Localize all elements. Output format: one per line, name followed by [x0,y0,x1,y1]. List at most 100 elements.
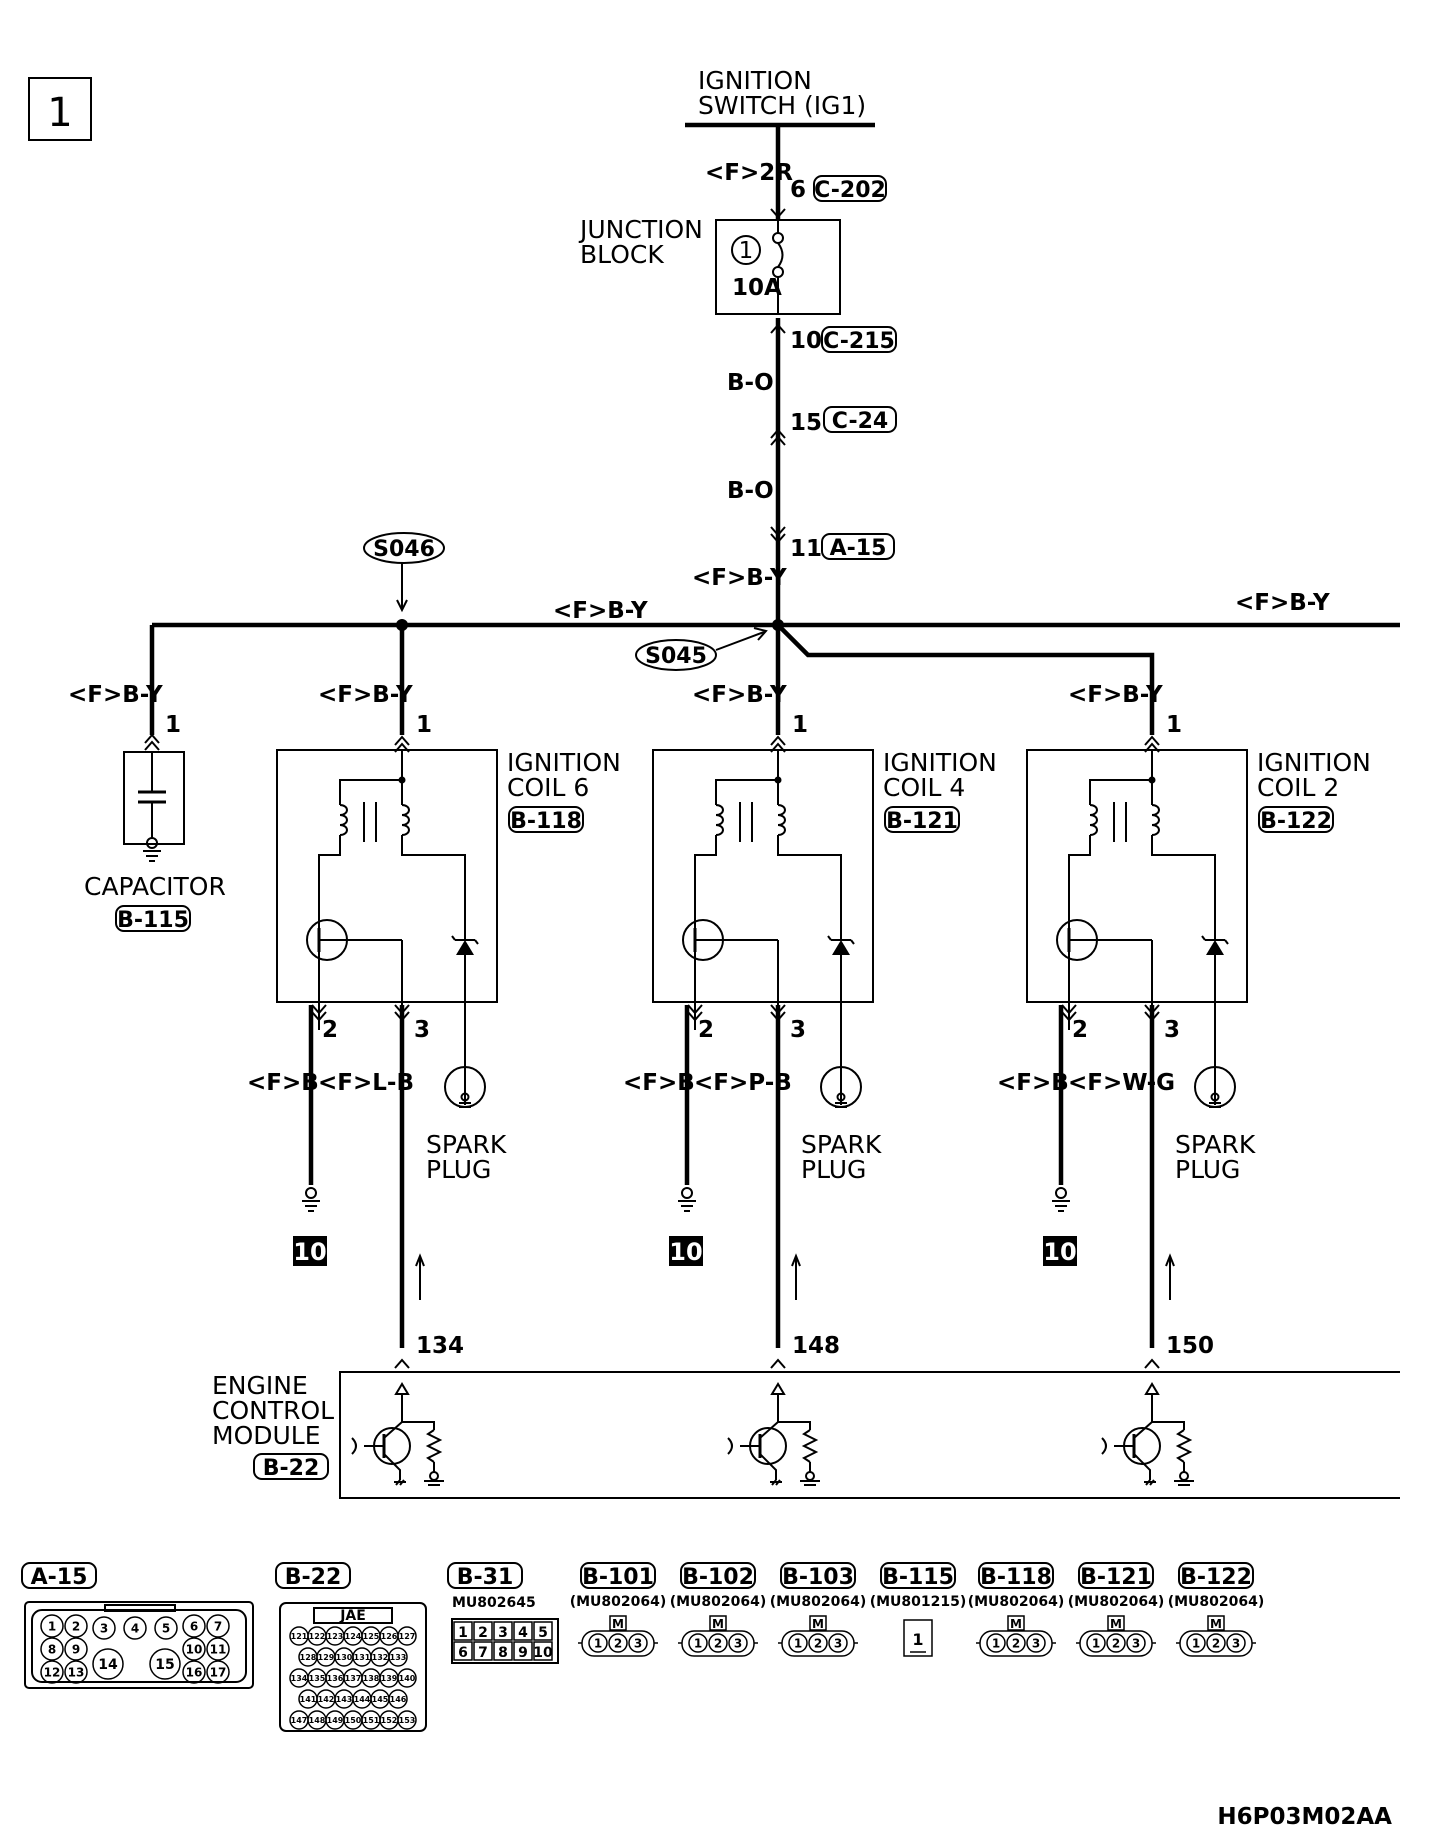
svg-text:B-103: B-103 [782,1565,854,1590]
coil-6-spark-plug-label-1: SPARK [426,1130,507,1159]
svg-text:8: 8 [48,1642,56,1656]
coil-6-name-1: IGNITION [507,748,621,777]
svg-text:2: 2 [814,1636,822,1650]
coil-6-pin-3-label: 3 [414,1017,430,1043]
capacitor-wire-label: <F>B-Y [68,682,163,708]
svg-text:4: 4 [518,1625,528,1641]
legend-b-115: B-115(MU801215)1 [870,1562,966,1657]
svg-text:(MU802064): (MU802064) [770,1594,867,1610]
b-103-pin-2: 2 [808,1633,828,1653]
svg-text:M: M [1110,1617,1122,1631]
svg-text:149: 149 [327,1716,344,1725]
coil-2-name-2: COIL 2 [1257,773,1339,802]
ecm-pin-150-label: 150 [1166,1333,1214,1359]
svg-text:C-215: C-215 [823,329,895,354]
b22-pin-128: 128 [298,1647,318,1667]
svg-text:139: 139 [381,1674,398,1683]
svg-text:(MU802064): (MU802064) [968,1594,1065,1610]
svg-text:M: M [812,1617,824,1631]
legend-b31-part: MU802645 [452,1595,536,1611]
svg-text:1: 1 [1092,1636,1100,1650]
pin-11-label: 11 [790,536,822,562]
svg-text:9: 9 [518,1645,528,1661]
b-101-pin-1: 1 [588,1633,608,1653]
b22-pin-150: 150 [343,1710,363,1730]
coil-2-pin-3-label: 3 [1164,1017,1180,1043]
wire-label-bo-2: B-O [727,478,774,504]
svg-text:3: 3 [498,1625,508,1641]
svg-text:1: 1 [992,1636,1000,1650]
svg-text:148: 148 [309,1716,326,1725]
b22-pin-123: 123 [325,1626,345,1646]
b22-pin-134: 134 [289,1668,309,1688]
ignition-switch-label-1: IGNITION [698,66,812,95]
fuse-rating: 10A [732,275,782,301]
a15-pin-11: 11 [206,1637,230,1661]
svg-text:7: 7 [214,1619,222,1633]
svg-text:9: 9 [72,1642,80,1656]
ignition-coil-2: <F>B-Y 1 IGNITION COIL 2 B-122 2 3 <F>B … [997,682,1371,1369]
svg-text:2: 2 [614,1636,622,1650]
ignition-coil-6: <F>B-Y 1 IGNITION COIL 6 B-118 2 3 <F>B … [247,625,621,1369]
svg-text:4: 4 [131,1621,139,1635]
svg-text:153: 153 [399,1716,416,1725]
svg-text:7: 7 [478,1645,488,1661]
b22-pin-140: 140 [397,1668,417,1688]
ecm-connector-tag: B-22 [253,1453,329,1481]
b22-pin-144: 144 [352,1689,372,1709]
coil-6-ground-wire-label: <F>B [247,1070,319,1096]
coil-2-ground-wire-label: <F>B [997,1070,1069,1096]
coil-6-spark-plug-label-2: PLUG [426,1155,491,1184]
a15-pin-4: 4 [123,1616,147,1640]
svg-text:B-22: B-22 [263,1456,320,1481]
coil-6-pin-in-label: 1 [416,712,432,738]
svg-text:130: 130 [336,1653,353,1662]
coil-4-pin-2-label: 2 [698,1017,714,1043]
svg-text:13: 13 [68,1665,85,1679]
svg-text:5: 5 [162,1621,170,1635]
svg-text:1: 1 [794,1636,802,1650]
svg-text:138: 138 [363,1674,380,1683]
connector-tag-c202: C-202 [813,175,887,203]
svg-text:A-15: A-15 [830,536,887,561]
b-102-pin-1: 1 [688,1633,708,1653]
b31-pin-8: 8 [493,1641,513,1661]
b31-pin-10: 10 [533,1641,553,1661]
svg-text:3: 3 [834,1636,842,1650]
svg-text:2: 2 [72,1619,80,1633]
connector-tag-c24: C-24 [823,406,897,434]
b22-pin-151: 151 [361,1710,381,1730]
junction-block-label-2: BLOCK [580,240,664,269]
b-103-pin-1: 1 [788,1633,808,1653]
ecm-driver-134 [350,1382,446,1487]
junction-block-label-1: JUNCTION [578,215,703,244]
svg-text:1: 1 [458,1625,468,1641]
b22-pin-126: 126 [379,1626,399,1646]
svg-text:152: 152 [381,1716,398,1725]
svg-text:(MU802064): (MU802064) [570,1594,667,1610]
coil-4-pin-in-label: 1 [792,712,808,738]
b22-pin-147: 147 [289,1710,309,1730]
b22-pin-135: 135 [307,1668,327,1688]
a15-pin-3: 3 [92,1616,116,1640]
svg-text:3: 3 [100,1621,108,1635]
coil-6-pin-2-label: 2 [322,1017,338,1043]
a15-pin-14: 14 [92,1648,124,1680]
svg-text:147: 147 [291,1716,308,1725]
svg-text:124: 124 [345,1632,362,1641]
svg-text:8: 8 [498,1645,508,1661]
b22-pin-131: 131 [352,1647,372,1667]
svg-text:3: 3 [634,1636,642,1650]
svg-text:2: 2 [1112,1636,1120,1650]
b22-pin-121: 121 [289,1626,309,1646]
a15-pin-9: 9 [64,1637,88,1661]
coil-4-ground-wire-label: <F>B [623,1070,695,1096]
coil-6-ground-ref: 10 [293,1238,326,1266]
svg-text:B-101: B-101 [582,1565,654,1590]
svg-text:150: 150 [345,1716,362,1725]
svg-text:140: 140 [399,1674,416,1683]
svg-text:17: 17 [210,1665,227,1679]
b22-pin-143: 143 [334,1689,354,1709]
